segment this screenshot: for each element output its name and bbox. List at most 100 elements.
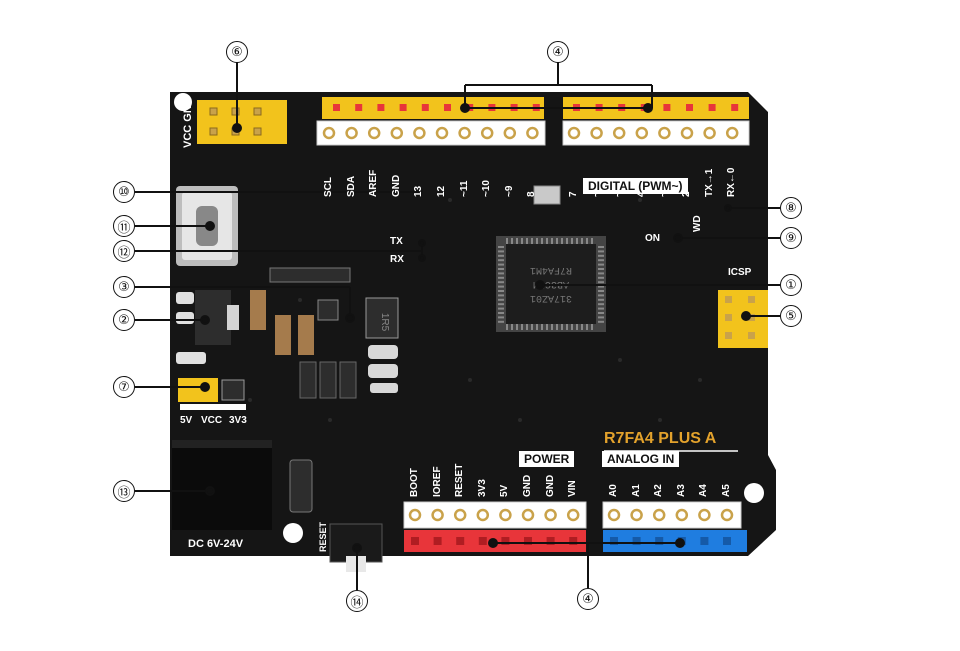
power-pin-label: GND [544,474,556,497]
chip-pin [511,238,513,244]
callout-1: ① [780,274,802,296]
chip-pin [498,316,504,319]
pin-hole [408,508,422,522]
pin-hole [458,126,471,140]
crystal [533,185,561,205]
callout-9: ⑨ [780,227,802,249]
callout-6: ⑥ [226,41,248,63]
reset-label: RESET [318,521,328,552]
chip-pin [498,312,504,314]
header-pin [399,104,407,111]
chip-pin [586,238,588,244]
chip-pin [546,324,548,330]
chip-pin [598,246,604,248]
pin-hole [390,126,404,140]
callout-3: ③ [113,276,135,298]
pin-hole [658,126,671,140]
power-pin-label: BOOT [409,468,420,497]
on-label: ON [645,233,660,244]
header-pin [355,104,363,111]
leader-lines [135,62,780,590]
chip-pin [498,254,504,257]
pin-hole [635,126,649,140]
chip-pin [516,324,518,330]
callout-8: ⑧ [780,197,802,219]
chip-pin [498,281,504,284]
callout-13: ⑬ [113,480,135,502]
voltage-5v-label: 5V [180,415,193,426]
pin-hole [725,126,739,140]
analog-pin-label: A4 [698,484,710,497]
digital-pin-label: RX←0 [726,167,738,197]
wd-label: WD [692,215,703,232]
pin-hole [567,126,581,140]
header-pin [655,537,664,545]
digital-pin-label: SCL [323,177,334,197]
digital-pwm-label: DIGITAL (PWM~) [583,178,688,194]
pin-hole [675,508,689,522]
callout-2: ② [113,309,135,331]
chip-pin [498,303,504,306]
chip-pin [598,272,604,275]
power-analog-pin-holes [408,508,734,545]
callout-10: ⑩ [113,181,135,203]
chip-pin [598,294,604,297]
chip-pin [576,324,578,330]
callout-4-bottom: ④ [577,588,599,610]
chip-pin [498,246,504,248]
header-pin [723,537,731,545]
power-pin-label: 3V3 [476,479,488,497]
pin-hole [503,126,517,140]
header-pin [546,537,555,545]
icsp-label: ICSP [728,267,752,278]
pin-hole [413,126,426,140]
pin-hole [544,508,557,522]
pin-hole [590,126,603,140]
chip-pin [498,276,504,279]
chip-pin [516,238,518,244]
pin-hole [345,126,358,140]
pin-hole [499,508,512,522]
chip-pin [526,324,528,330]
svg-text:1R5: 1R5 [379,313,390,332]
pin-hole [367,126,381,140]
pin-hole [652,508,666,522]
chip-pin [598,281,604,284]
header-pin [433,537,442,545]
chip-pin [586,324,588,330]
pin-hole [435,126,449,140]
svg-text:317AZ01: 317AZ01 [530,292,572,303]
mcu-chip: R7FA4M1 AB3CFM 317AZ01 [496,236,606,332]
chip-pin [598,276,604,279]
chip-pin [598,303,604,306]
tx-label: TX [390,236,403,247]
chip-pin [556,324,558,330]
power-label: POWER [519,451,575,467]
chip-pin [498,298,504,301]
header-pin [569,537,578,545]
pin-hole [453,508,467,522]
rx-label: RX [390,254,404,265]
chip-pin [581,238,583,244]
header-pin [333,104,340,111]
svg-text:R7FA4M1: R7FA4M1 [530,264,572,275]
voltage-3v3-label: 3V3 [229,415,247,426]
chip-pin [521,238,523,244]
power-pin-label: IOREF [431,466,443,497]
header-pin [411,537,419,545]
callout-7: ⑦ [113,376,135,398]
capacitor-cluster [250,267,399,513]
digital-pin-label: 12 [436,185,447,197]
pin-hole [566,508,580,522]
chip-pin [598,298,604,301]
digital-pin-label: 8 [526,191,538,197]
chip-pin [498,285,504,288]
mounting-hole [174,93,192,111]
chip-pin [526,238,528,244]
dc-jack [172,440,272,530]
chip-pin [521,324,523,330]
chip-pin [546,238,548,244]
chip-pin [536,238,538,244]
digital-header-right [563,97,749,119]
